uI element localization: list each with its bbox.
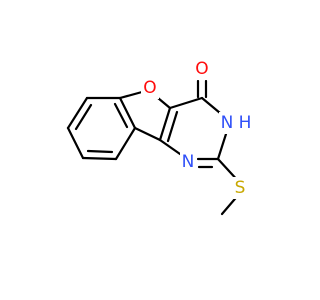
nh-nitrogen-label: N [221, 113, 234, 133]
bond-benzene-4 [114, 126, 137, 161]
bond-benzene-5 [118, 96, 137, 130]
bond-furan-c-o-left [118, 90, 144, 100]
ring-oxygen-label: O [143, 78, 156, 98]
bond-benzene-inner-3 [113, 102, 129, 129]
ring-oxygen-label-bg [141, 77, 159, 99]
atom-labels: O O N H N S [141, 58, 251, 199]
bond-benzene-inner-2 [86, 149, 114, 154]
sulfur-label-bg [233, 177, 248, 199]
sulfur-label: S [235, 178, 246, 198]
bond-c3a-carbonyl-c [168, 96, 204, 110]
nh-nitrogen-label-bg [219, 112, 236, 134]
bond-benzene-3 [81, 156, 118, 161]
molecule-structure-diagram: O O N H N S [66, 58, 251, 216]
lower-nitrogen-label-bg [180, 151, 197, 173]
bond-nh-c2 [216, 132, 228, 161]
bond-benzene-1 [66, 96, 89, 130]
bond-benzene-inner-1 [74, 103, 93, 131]
carbonyl-oxygen-label-bg [193, 58, 211, 80]
bond-lines [66, 79, 242, 216]
bond-benzene-2 [66, 126, 85, 160]
bond-carbonyl-c-nh [200, 96, 222, 115]
carbonyl-oxygen-label: O [195, 59, 208, 79]
lower-nitrogen-label: N [182, 152, 195, 172]
bond-n-lower-c9b [158, 138, 182, 156]
bond-furan-o-c-right [156, 96, 172, 110]
nh-hydrogen-label: H [239, 113, 252, 133]
bond-furan-c9b-benzene [133, 126, 162, 142]
bond-furan-c3a-c9b [158, 106, 172, 142]
bond-furan-c3a-c9b-inner [166, 110, 179, 143]
